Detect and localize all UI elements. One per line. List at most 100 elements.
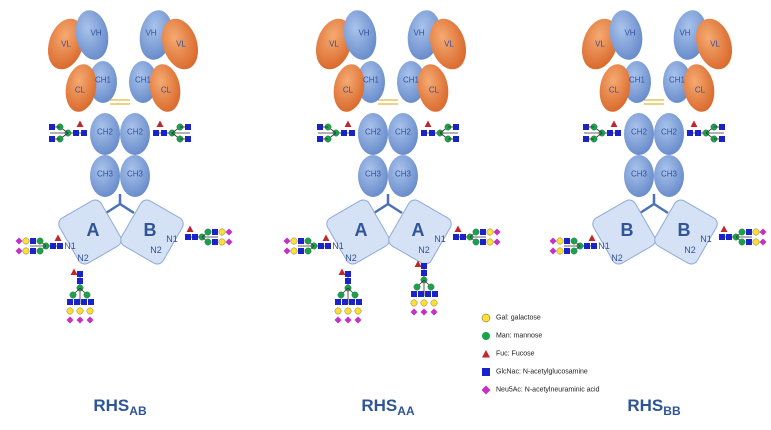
ch1-right-label: CH1 [669,76,686,85]
vl-left-label: VL [329,40,339,49]
ch2-left [624,113,654,155]
ch1-left [623,61,651,103]
glcnac-icon [453,234,459,240]
neu5ac-icon [410,308,418,316]
mannose-icon [337,291,345,299]
galactose-icon [410,299,418,307]
galactose-icon [430,299,438,307]
cl-right [417,64,449,112]
neu5ac-icon [344,316,352,324]
fucose-icon [344,120,352,127]
glcnac-icon [77,271,83,277]
fc-glycan [687,120,725,143]
ch3-left [358,155,388,197]
vh-left [343,10,377,60]
cl-right-label: CL [429,86,440,95]
mannose-icon [472,238,480,246]
mannose-icon [472,228,480,236]
n2-right-label: N2 [150,245,162,255]
fab-left-letter: A [355,220,368,240]
fab-box-right [120,199,184,265]
cl-left [333,64,365,112]
galactose-icon [556,237,564,245]
glcnac-icon [432,291,438,297]
glcnac-icon [81,130,87,136]
n2-glycan [334,268,362,324]
cl-left [65,64,97,112]
neu5ac-icon [15,237,23,245]
neu5ac-icon [15,247,23,255]
galactose-icon [486,238,494,246]
n1-left-label: N1 [598,241,610,251]
galactose-icon [66,307,74,315]
fucose-icon [322,234,330,241]
galactose-icon [218,238,226,246]
n1-glycan [283,234,331,255]
glcnac-icon [298,238,304,244]
fab-left-letter: B [621,220,634,240]
fab-box-right [654,199,718,265]
fucose-icon [424,120,432,127]
fucose-icon [70,268,78,275]
neu5ac-icon [225,238,233,246]
n2-left-label: N2 [77,253,89,263]
linker [387,202,403,215]
title-main: RHS [93,396,129,415]
galactose-icon [556,247,564,255]
n1-glycan [549,234,597,255]
cl-right-label: CL [161,86,172,95]
vh-left-label: VH [90,29,101,38]
glcnac-icon [719,234,725,240]
ch2-left-label: CH2 [631,128,648,137]
mannose-icon [482,332,490,340]
mannose-icon [36,237,44,245]
n2-right-label: N2 [418,245,430,255]
neu5ac-icon [420,308,428,316]
neu5ac-icon [481,385,491,395]
n2-left-label: N2 [611,253,623,263]
neu5ac-icon [283,237,291,245]
mannose-icon [570,237,578,245]
galactose-icon [22,247,30,255]
glcnac-icon [726,234,732,240]
glcnac-icon [584,243,590,249]
glcnac-icon [418,291,424,297]
fc-glycan [421,120,459,143]
glcnac-icon [480,229,486,235]
neu5ac-icon [334,316,342,324]
ch2-right [654,113,684,155]
title-main: RHS [361,396,397,415]
ch2-right [388,113,418,155]
glcnac-icon [185,234,191,240]
ch2-left-label: CH2 [97,128,114,137]
galactose-icon [752,228,760,236]
mannose-icon [204,238,212,246]
glcnac-icon [325,243,331,249]
vh-left [75,10,109,60]
legend-text: Gal: galactose [496,315,541,322]
neu5ac-icon [430,308,438,316]
mannose-icon [351,291,359,299]
glcnac-icon [746,239,752,245]
fucose-icon [588,234,596,241]
ch2-right-label: CH2 [395,128,412,137]
glcnac-icon [74,299,80,305]
galactose-icon [344,307,352,315]
cl-left-label: CL [75,86,86,95]
ch3-left-label: CH3 [365,170,382,179]
glcnac-icon [30,248,36,254]
glcnac-icon [212,239,218,245]
ch3-right [654,155,684,197]
fucose-icon [156,120,164,127]
n2-glycan [410,260,438,316]
mannose-icon [738,238,746,246]
glcnac-icon [356,299,362,305]
legend-row: Gal: galactose [481,313,541,323]
glcnac-icon [345,278,351,284]
legend-text: Man: mannose [496,333,542,340]
galactose-icon [290,247,298,255]
glcnac-icon [67,299,73,305]
n1-right-label: N1 [166,234,178,244]
